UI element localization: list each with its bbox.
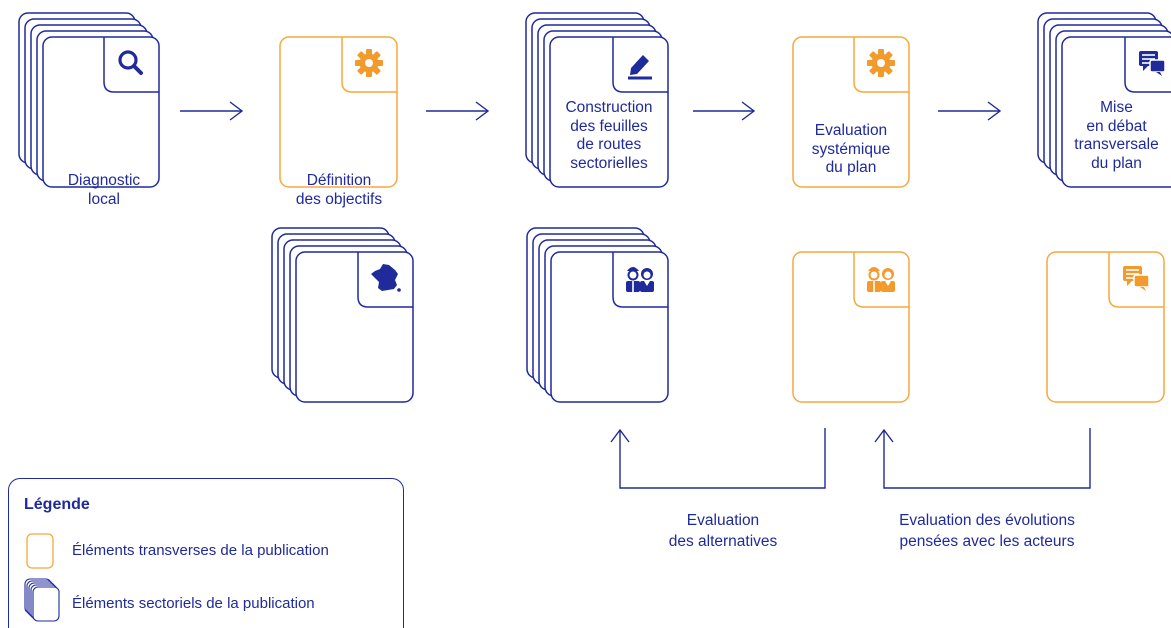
step-label-definition: Définition des objectifs <box>295 172 383 208</box>
card-acteurs-sectoriels <box>526 227 669 403</box>
legend-swatch-transverse <box>26 533 54 569</box>
step-card-evaluation <box>792 36 910 188</box>
legend <box>8 478 404 628</box>
card-france <box>271 227 414 403</box>
legend-title: Légende <box>24 496 90 513</box>
legend-swatch-sectoriel <box>24 578 60 622</box>
legend-label-sectoriel: Éléments sectoriels de la publication <box>72 595 315 612</box>
step-card-diagnostic <box>18 12 160 188</box>
france-map-icon <box>371 264 401 292</box>
chat-icon <box>1139 51 1166 76</box>
card-debat-transverse <box>1046 251 1165 403</box>
step-card-definition <box>279 36 398 188</box>
card-acteurs-transverses <box>792 251 910 403</box>
feedback-arrow-evolutions <box>884 428 1091 489</box>
step-label-diagnostic: Diagnostic local <box>67 172 141 208</box>
pencil-icon <box>628 55 652 80</box>
feedback-arrow-alternatives <box>620 428 826 489</box>
actors-icon <box>626 267 654 292</box>
caption-alternatives: Evaluation des alternatives <box>668 512 778 550</box>
step-card-debat <box>1037 12 1171 188</box>
step-label-construction: Construction des feuilles de routes sect… <box>565 99 653 172</box>
step-label-debat: Mise en débat transversale du plan <box>1074 99 1159 172</box>
search-icon <box>118 50 143 75</box>
step-label-evaluation: Evaluation systémique du plan <box>811 122 891 176</box>
gear-icon <box>867 49 895 77</box>
actors-icon <box>867 267 895 292</box>
gear-icon <box>355 49 383 77</box>
legend-label-transverse: Éléments transverses de la publication <box>72 542 329 559</box>
step-card-construction <box>525 12 669 188</box>
chat-icon <box>1123 266 1150 291</box>
caption-evolutions: Evaluation des évolutions pensées avec l… <box>899 512 1075 550</box>
